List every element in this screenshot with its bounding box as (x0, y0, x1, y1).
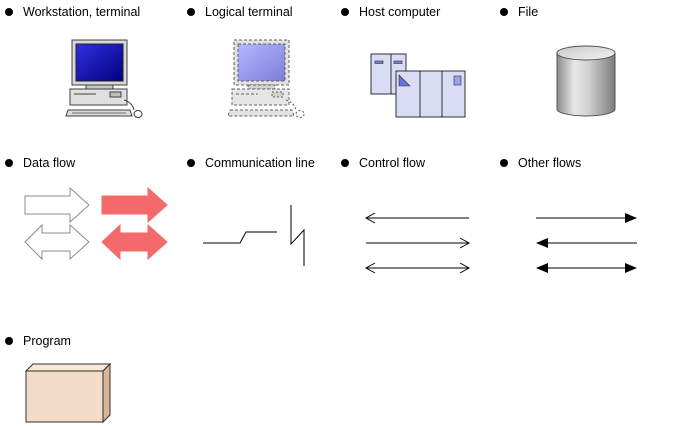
bullet (5, 337, 13, 346)
communication-line-label: Communication line (205, 156, 315, 170)
control-flow-arrows (364, 212, 471, 274)
legend-item-data-flow: Data flow (5, 157, 75, 170)
bullet (500, 8, 508, 17)
legend-item-communication-line: Communication line (187, 157, 315, 170)
other-flows-label: Other flows (518, 156, 582, 170)
bullet (500, 159, 508, 168)
legend-item-program: Program (5, 335, 71, 348)
bullet (341, 8, 349, 17)
bullet (187, 8, 195, 17)
bullet (187, 159, 195, 168)
host-computer-icon (370, 53, 466, 118)
logical-terminal-label: Logical terminal (205, 5, 293, 19)
logical-terminal-icon (227, 39, 305, 118)
file-cylinder-icon (556, 45, 616, 117)
workstation-label: Workstation, terminal (23, 5, 141, 19)
legend-item-host-computer: Host computer (341, 6, 440, 19)
control-flow-label: Control flow (359, 156, 425, 170)
bullet (5, 159, 13, 168)
bullet (5, 8, 13, 17)
data-flow-arrows (24, 186, 168, 261)
program-label: Program (23, 334, 71, 348)
legend-item-logical-terminal: Logical terminal (187, 6, 293, 19)
legend-item-control-flow: Control flow (341, 157, 425, 170)
communication-line-symbol (203, 205, 305, 266)
legend-item-workstation: Workstation, terminal (5, 6, 140, 19)
workstation-terminal-icon (65, 39, 143, 118)
bullet (341, 159, 349, 168)
data-flow-label: Data flow (23, 156, 76, 170)
legend-item-file: File (500, 6, 538, 19)
file-label: File (518, 5, 539, 19)
legend-item-other-flows: Other flows (500, 157, 581, 170)
other-flows-arrows (536, 213, 637, 273)
program-box-icon (24, 362, 112, 424)
host-computer-label: Host computer (359, 5, 441, 19)
